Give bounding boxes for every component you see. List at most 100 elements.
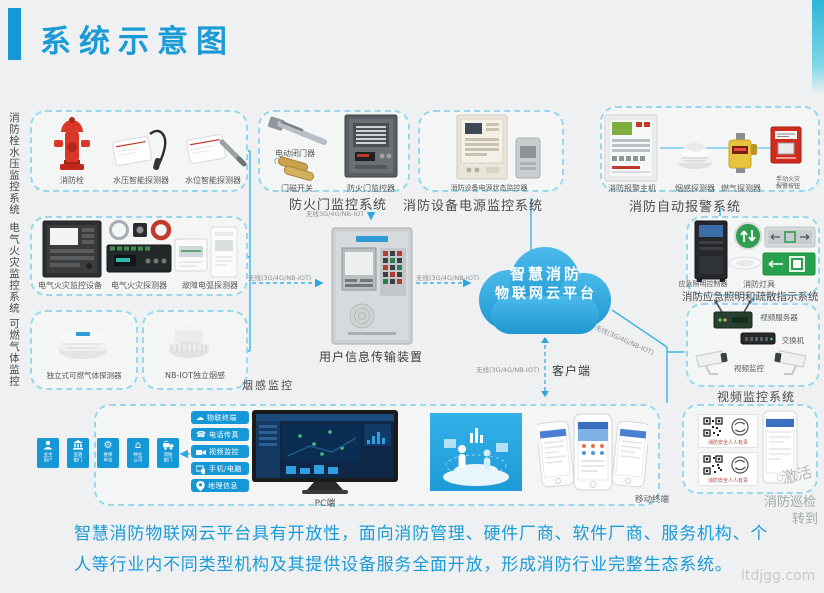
label-water-level-detector: 水位智能探测器 xyxy=(185,176,241,185)
standalone-gas-detector-image xyxy=(59,329,107,359)
cctv-camera-image-2 xyxy=(774,350,807,375)
title-power-system: 消防设备电源监控系统 xyxy=(403,199,544,214)
title-fire-door-system: 防火门监控系统 xyxy=(289,198,388,213)
arc-meter-image xyxy=(174,238,208,272)
label-lighting-controller: 应急照明控制器 xyxy=(678,280,728,288)
wireless-label-right: 无线(3G/4G/NB-IOT) xyxy=(416,274,480,282)
door-magnet-switch-image xyxy=(274,156,315,181)
title-alarm-system: 消防自动报警系统 xyxy=(629,200,742,215)
exit-sign-green-image xyxy=(762,252,816,276)
pc-monitor-image xyxy=(252,410,398,494)
label-video-surveillance: 视频监控 xyxy=(734,364,764,373)
user-type-owner: 业主 用户 xyxy=(37,438,59,468)
camera-icon xyxy=(196,442,206,461)
qr-code-icon xyxy=(703,455,749,475)
user-info-transmission-device-image xyxy=(331,227,413,345)
label-pc-client: PC端 xyxy=(314,499,336,509)
person-icon xyxy=(37,440,59,452)
electrical-fire-cabinet-image xyxy=(42,220,102,278)
side-label-hydrant-system: 消防栓水压监控系统 xyxy=(8,112,20,216)
gear-icon: ⚙ xyxy=(103,440,113,451)
corner-decoration xyxy=(812,0,824,94)
wireless-label-left: 无线(3G/4G/NB-IOT) xyxy=(248,274,312,282)
devices-icon xyxy=(195,459,206,478)
channel-phone-fax: ☎电话传真 xyxy=(191,428,249,441)
label-video-server: 视频服务器 xyxy=(760,313,798,322)
mobile-phones-image xyxy=(538,413,648,491)
title-video-system: 视频监控系统 xyxy=(717,390,796,404)
fire-truck-icon xyxy=(157,440,179,452)
label-smoke-detector: 烟感探测器 xyxy=(675,184,715,193)
wireless-label-client: 无线(3G/4G/NB-IOT) xyxy=(476,366,540,374)
channel-iot-terminal: ☁物联终端 xyxy=(191,411,249,424)
user-type-fire-brigade: 消防 部门 xyxy=(157,438,179,468)
channel-mobile-pc: 手机/电脑 xyxy=(191,462,249,475)
label-gas-detector: 燃气探测器 xyxy=(721,184,761,193)
electrical-fire-detector-image xyxy=(106,219,172,273)
cctv-camera-image xyxy=(695,350,728,375)
label-switch: 交换机 xyxy=(781,336,805,345)
map-pin-icon xyxy=(196,476,205,495)
watermark-site: ltdjgg.com xyxy=(741,568,816,584)
label-alarm-host: 消防报警主机 xyxy=(608,184,656,193)
channel-gis: 地理信息 xyxy=(191,479,249,492)
nbiot-smoke-detector-image xyxy=(169,324,209,358)
fire-hydrant-image xyxy=(54,117,90,170)
label-door-magnet: 门磁开关 xyxy=(281,184,313,193)
wireless-label-top: 无线3G/4G/NB-IOT xyxy=(306,210,365,218)
label-door-closer: 电动闭门器 xyxy=(275,149,315,158)
label-manual-call-point: 手动火灾 报警按钮 xyxy=(775,176,801,191)
cloud-title-line2: 物联网云平台 xyxy=(495,286,597,302)
qr-caption: 消防安全人人有责 xyxy=(707,440,749,446)
label-client-side: 客户端 xyxy=(552,364,592,378)
bank-icon xyxy=(67,440,89,452)
qr-code-card-1: 消防安全人人有责 xyxy=(698,414,758,448)
arc-detector-image xyxy=(210,226,238,278)
watermark-inspection: 消防巡检 xyxy=(764,495,817,510)
power-status-monitor-cabinet-image xyxy=(456,114,508,180)
description-paragraph: 智慧消防物联网云平台具有开放性，面向消防管理、硬件厂商、软件厂商、服务机构、个人… xyxy=(74,524,769,575)
side-label-gas-monitor: 可燃气体监控 xyxy=(8,318,20,387)
title-accent-bar xyxy=(8,8,21,60)
label-fire-lamps: 消防灯具 xyxy=(743,280,775,289)
qr-phone-image xyxy=(762,410,798,484)
cloud-icon: ☁ xyxy=(196,412,204,422)
label-power-status-monitor: 消防设备电源状态监控器 xyxy=(450,184,528,192)
user-type-property: ⌂ 物业 公司 xyxy=(127,438,149,468)
label-water-pressure-detector: 水压智能探测器 xyxy=(113,176,169,185)
smoke-detector-image xyxy=(678,142,712,169)
phone-icon: ☎ xyxy=(196,429,206,439)
door-closer-image xyxy=(268,116,327,145)
exit-sign-silver-image xyxy=(764,226,816,248)
label-fire-hydrant: 消防栓 xyxy=(60,176,84,185)
qr-code-card-2: 消防安全人人有责 xyxy=(698,452,758,486)
power-module-image xyxy=(515,137,541,179)
network-switch-image xyxy=(740,332,776,345)
label-smoke-monitoring: 烟感监控 xyxy=(242,379,294,392)
gas-detector-image xyxy=(728,133,757,173)
manual-call-point-image xyxy=(770,126,802,164)
label-fire-door-monitor: 防火门监控器 xyxy=(347,184,395,193)
channel-video-monitor: 视频监控 xyxy=(191,445,249,458)
label-nbiot-smoke: NB-IOT独立烟感 xyxy=(165,371,225,380)
label-standalone-gas-detector: 独立式可燃气体探测器 xyxy=(46,371,122,380)
watermark-goto: 转到 xyxy=(792,512,819,527)
side-label-electrical-system: 电气火灾监控系统 xyxy=(8,222,20,314)
qr-caption: 消防安全人人有责 xyxy=(707,478,749,484)
cloud-title-line1: 智慧消防 xyxy=(509,265,582,283)
smoke-detector-box xyxy=(142,310,248,390)
qr-code-icon xyxy=(703,417,749,437)
platform-illustration xyxy=(430,413,522,491)
label-arc-detector: 故障电弧探测器 xyxy=(182,281,238,290)
water-level-detector-image xyxy=(186,134,247,167)
title-lighting-system: 消防应急照明和疏散指示系统 xyxy=(682,291,819,303)
emergency-lighting-controller-image xyxy=(694,220,728,282)
label-mobile-client: 移动终端 xyxy=(634,495,670,505)
label-electrical-cabinet: 电气火灾监控设备 xyxy=(38,281,102,290)
label-transmission-device: 用户信息传输装置 xyxy=(318,350,424,364)
exit-arrow-sign-image xyxy=(734,222,762,250)
emergency-lamp-image xyxy=(728,256,762,270)
fire-door-monitor-image xyxy=(344,114,398,178)
video-server-image xyxy=(713,300,753,329)
